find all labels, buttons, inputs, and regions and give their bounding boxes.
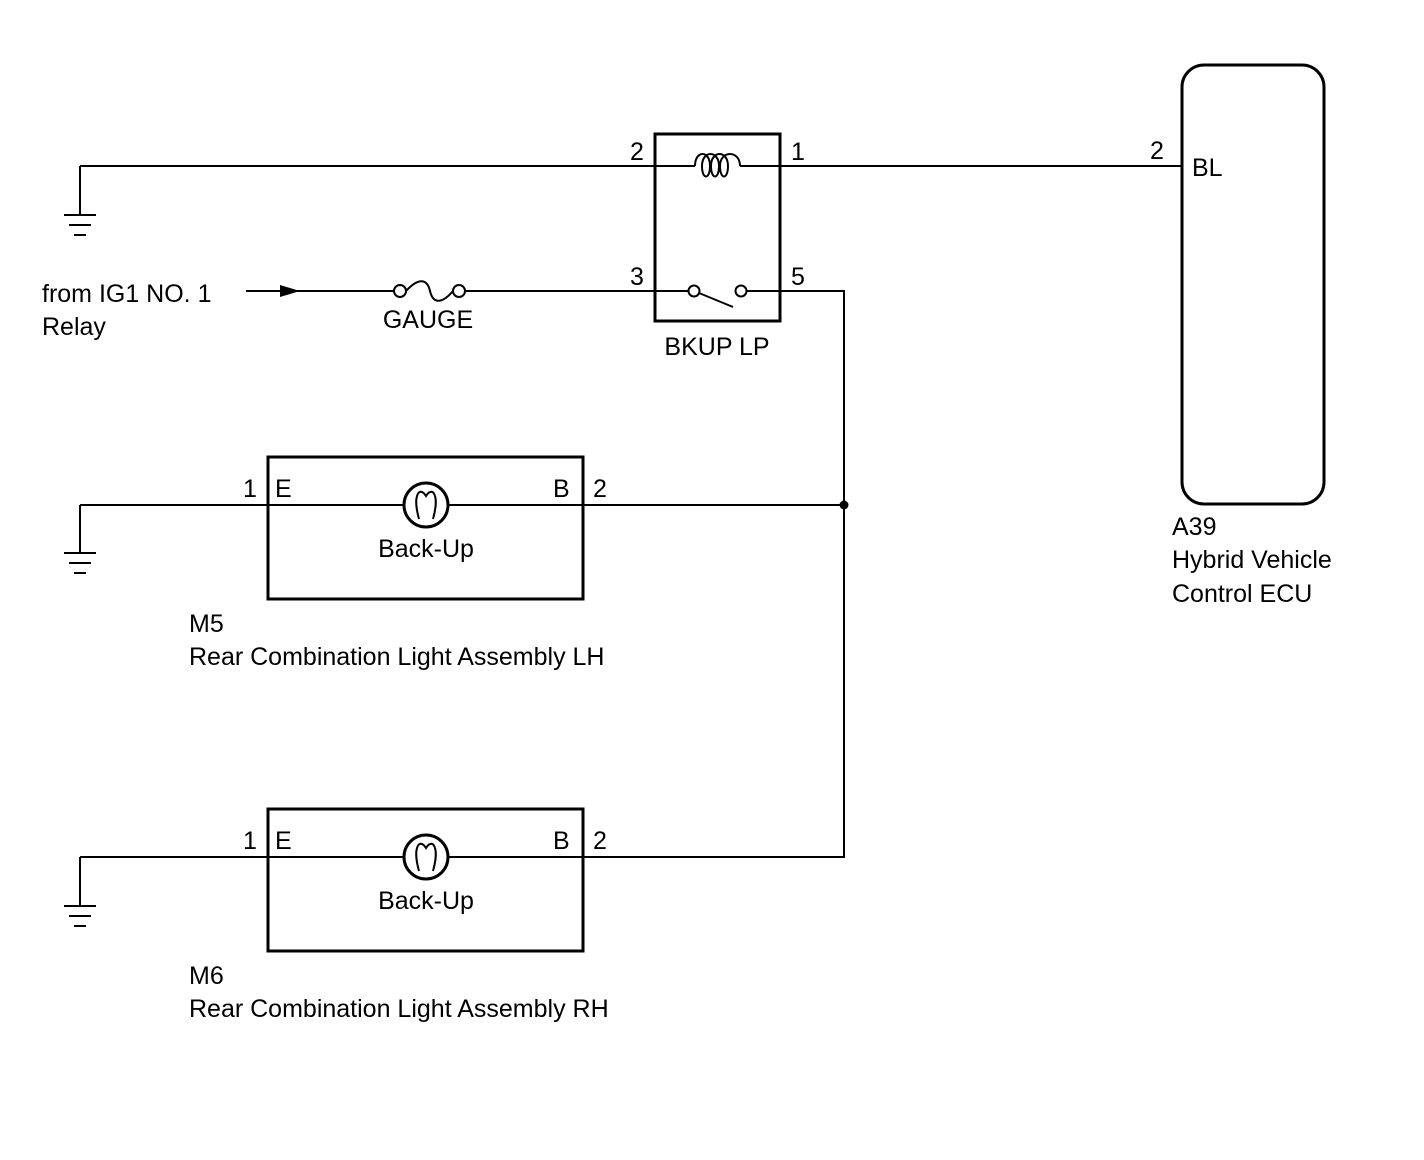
light-lh-box	[266, 455, 585, 601]
light-rh-pin-b: B	[553, 827, 570, 855]
light-rh-id: M6	[189, 962, 224, 990]
ground-symbol-rh	[64, 857, 96, 927]
bulb-icon-lh	[268, 481, 583, 529]
light-lh-id: M5	[189, 610, 224, 638]
light-rh-pin-e-number: 1	[243, 827, 257, 855]
light-rh-name: Rear Combination Light Assembly RH	[189, 995, 609, 1023]
relay-switch-icon	[656, 284, 780, 308]
source-label-line1: from IG1 NO. 1	[42, 280, 211, 308]
light-lh-pin-b-number: 2	[593, 475, 607, 503]
ecu-name-line2: Control ECU	[1172, 580, 1312, 608]
relay-box	[653, 132, 782, 323]
bulb-icon-rh	[268, 833, 583, 881]
ecu-name-line1: Hybrid Vehicle	[1172, 546, 1332, 574]
ground-symbol-lh	[64, 505, 96, 574]
relay-pin-5: 5	[791, 263, 805, 291]
ecu-pin-number: 2	[1150, 137, 1164, 165]
ground-symbol-relay	[64, 166, 96, 236]
junction-dot	[839, 500, 849, 510]
ecu-id: A39	[1172, 513, 1216, 541]
ecu-box	[1180, 63, 1326, 506]
coil-icon	[656, 153, 780, 178]
fuse-symbol	[393, 280, 466, 302]
relay-pin-3: 3	[630, 263, 644, 291]
light-lh-name: Rear Combination Light Assembly LH	[189, 643, 604, 671]
source-arrow	[280, 285, 300, 297]
wire-relay-to-lights	[583, 290, 845, 858]
light-rh-box	[266, 807, 585, 953]
light-rh-pin-b-number: 2	[593, 827, 607, 855]
relay-pin-2: 2	[630, 138, 644, 166]
relay-label: BKUP LP	[664, 333, 769, 361]
light-lh-pin-e: E	[275, 475, 292, 503]
light-rh-bulb-label: Back-Up	[378, 887, 474, 915]
source-label-line2: Relay	[42, 313, 106, 341]
light-rh-pin-e: E	[275, 827, 292, 855]
light-lh-pin-e-number: 1	[243, 475, 257, 503]
ecu-terminal-label: BL	[1192, 154, 1223, 182]
light-lh-pin-b: B	[553, 475, 570, 503]
relay-pin-1: 1	[791, 138, 805, 166]
light-lh-bulb-label: Back-Up	[378, 535, 474, 563]
fuse-label: GAUGE	[383, 306, 473, 334]
